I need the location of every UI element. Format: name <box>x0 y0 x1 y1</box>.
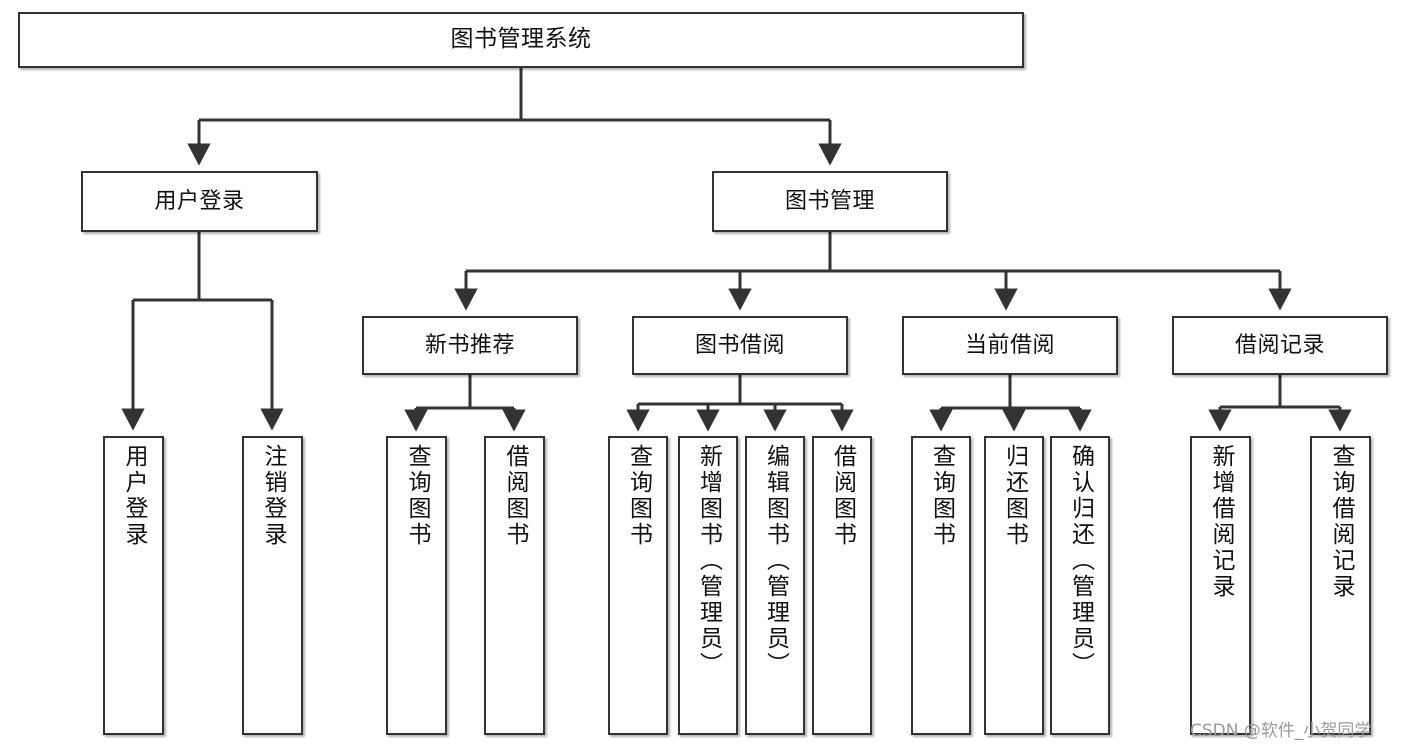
node-new-book-rec-label: 新书推荐 <box>424 332 515 358</box>
node-book-manage-label: 图书管理 <box>784 188 875 214</box>
node-leaf-add-book-label: 新增图书（管理员） <box>695 444 722 678</box>
node-leaf-add-record-label: 新增借阅记录 <box>1208 444 1234 600</box>
node-leaf-confirm-return[interactable]: 确认归还（管理员） <box>1050 436 1110 735</box>
node-leaf-borrow-book-label: 借阅图书 <box>829 444 856 548</box>
node-leaf-user-login-label: 用户登录 <box>121 444 147 548</box>
node-leaf-borrow-book-rec-label: 借阅图书 <box>502 444 528 548</box>
node-leaf-edit-book-label: 编辑图书（管理员） <box>762 444 789 678</box>
node-leaf-query-book-cur-label: 查询图书 <box>928 444 955 548</box>
node-leaf-query-book-rec[interactable]: 查询图书 <box>386 436 447 735</box>
node-leaf-query-book-cur[interactable]: 查询图书 <box>911 436 971 735</box>
csdn-watermark: CSDN @软件_小贺同学 <box>1190 721 1372 741</box>
node-book-manage[interactable]: 图书管理 <box>712 171 948 232</box>
node-user-login-label: 用户登录 <box>154 188 245 214</box>
node-leaf-confirm-return-label: 确认归还（管理员） <box>1067 444 1094 678</box>
node-leaf-return-book[interactable]: 归还图书 <box>984 436 1044 735</box>
node-root[interactable]: 图书管理系统 <box>18 12 1024 68</box>
node-leaf-return-book-label: 归还图书 <box>1001 444 1028 548</box>
node-root-label: 图书管理系统 <box>450 26 592 53</box>
node-leaf-user-login[interactable]: 用户登录 <box>103 436 164 735</box>
node-leaf-query-record-label: 查询借阅记录 <box>1328 444 1354 600</box>
node-borrow-record-label: 借阅记录 <box>1234 332 1325 358</box>
node-leaf-add-book[interactable]: 新增图书（管理员） <box>678 436 738 735</box>
node-leaf-query-record[interactable]: 查询借阅记录 <box>1310 436 1371 735</box>
node-leaf-user-logout[interactable]: 注销登录 <box>242 436 303 735</box>
node-leaf-query-book[interactable]: 查询图书 <box>608 436 668 735</box>
node-borrow-record[interactable]: 借阅记录 <box>1172 316 1388 375</box>
node-book-borrow-label: 图书借阅 <box>694 332 785 358</box>
node-leaf-borrow-book[interactable]: 借阅图书 <box>812 436 872 735</box>
node-new-book-rec[interactable]: 新书推荐 <box>362 316 578 375</box>
node-user-login[interactable]: 用户登录 <box>81 171 318 232</box>
node-leaf-edit-book[interactable]: 编辑图书（管理员） <box>745 436 805 735</box>
node-leaf-query-book-label: 查询图书 <box>625 444 652 548</box>
node-leaf-borrow-book-rec[interactable]: 借阅图书 <box>484 436 545 735</box>
node-leaf-user-logout-label: 注销登录 <box>260 444 286 548</box>
node-leaf-query-book-rec-label: 查询图书 <box>404 444 430 548</box>
node-current-borrow-label: 当前借阅 <box>964 332 1055 358</box>
node-leaf-add-record[interactable]: 新增借阅记录 <box>1190 436 1251 735</box>
node-current-borrow[interactable]: 当前借阅 <box>902 316 1118 375</box>
node-book-borrow[interactable]: 图书借阅 <box>632 316 848 375</box>
